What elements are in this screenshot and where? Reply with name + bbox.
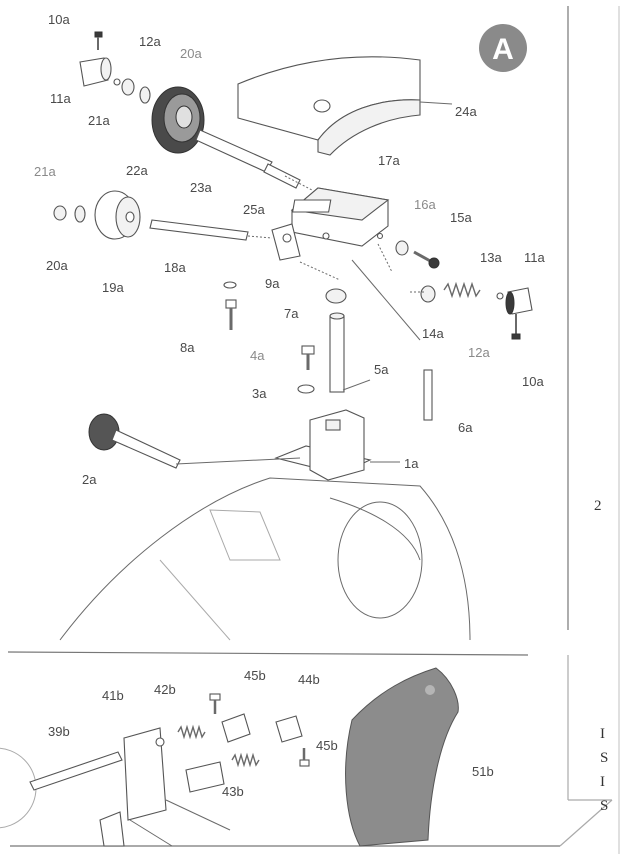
part-14a-washer: [420, 285, 436, 303]
part-8a-screw: [225, 299, 237, 330]
part-51b-plate: [345, 667, 459, 847]
label-8a: 8a: [180, 340, 195, 355]
label-43b: 43b: [222, 784, 244, 799]
upper-assembly: [53, 31, 533, 641]
label-2a: 2a: [82, 472, 97, 487]
label-24a: 24a: [455, 104, 477, 119]
side-letter-4: S: [600, 798, 608, 814]
label-41b: 41b: [102, 688, 124, 703]
part-19a-wheel: [94, 190, 141, 240]
part-3a-washer: [297, 384, 315, 394]
part-20a-washer-mid: [74, 205, 86, 223]
lower-pin: [99, 811, 125, 847]
part-16a-washer: [395, 240, 409, 256]
part-22a-knob: [151, 86, 205, 154]
section-badge-letter: A: [492, 33, 514, 66]
part-4a-screw: [301, 345, 315, 370]
page-mark: 2: [594, 498, 602, 514]
part-labels: 10a 12a 20a 11a 21a 22a 24a 23a 17a 21a …: [34, 12, 545, 799]
part-39b-rod: [29, 751, 123, 791]
label-20a-top: 20a: [180, 46, 202, 61]
section-badge: A: [479, 24, 527, 72]
lower-wheel-outline: [0, 747, 37, 829]
part-10a-screw-right: [511, 314, 521, 340]
part-13a-spring: [443, 281, 504, 300]
label-9a: 9a: [265, 276, 280, 291]
label-5a: 5a: [374, 362, 389, 377]
leader-lines: [299, 243, 424, 391]
label-13a: 13a: [480, 250, 502, 265]
label-4a: 4a: [250, 348, 265, 363]
label-45b-top: 45b: [244, 668, 266, 683]
label-22a: 22a: [126, 163, 148, 178]
label-21a-mid: 21a: [34, 164, 56, 179]
label-23a: 23a: [190, 180, 212, 195]
label-12a-right: 12a: [468, 345, 490, 360]
part-41b-bracket: [123, 727, 231, 847]
label-15a: 15a: [450, 210, 472, 225]
label-11a-right: 11a: [524, 250, 545, 265]
part-43b-spring: [231, 752, 260, 768]
part-21a-washer: [121, 78, 135, 96]
label-25a: 25a: [243, 202, 265, 217]
adjacent-page-fragment: 2 I S I S: [594, 498, 608, 814]
label-21a-top: 21a: [88, 113, 110, 128]
label-51b: 51b: [472, 764, 494, 779]
part-11a-cylinder-right: [505, 287, 533, 315]
part-10a-screw-top: [94, 31, 103, 50]
label-10a-right: 10a: [522, 374, 544, 389]
part-11a-cylinder: [79, 57, 112, 87]
part-5a-post: [329, 312, 345, 393]
label-44b: 44b: [298, 672, 320, 687]
part-2a-knob-screw: [88, 413, 301, 469]
label-6a: 6a: [458, 420, 473, 435]
part-6a-pin: [423, 369, 433, 421]
part-45b-screws: [209, 693, 310, 767]
part-23a-shaft: [195, 129, 313, 191]
side-letter-3: I: [600, 774, 605, 790]
part-17a-block: [271, 187, 390, 261]
part-15a-screw: [413, 250, 440, 269]
label-16a: 16a: [414, 197, 436, 212]
side-letter-2: S: [600, 750, 608, 766]
part-7a-nut: [325, 288, 347, 304]
part-20a-washer: [139, 86, 151, 104]
lower-assembly: [0, 667, 459, 847]
label-17a: 17a: [378, 153, 400, 168]
label-20a-mid: 20a: [46, 258, 68, 273]
part-24a-cover: [237, 56, 453, 156]
part-12a-ball: [113, 78, 121, 86]
side-letter-1: I: [600, 726, 605, 742]
label-42b: 42b: [154, 682, 176, 697]
part-9a-washer: [223, 281, 237, 289]
part-42b-spring: [177, 724, 206, 740]
label-39b: 39b: [48, 724, 70, 739]
label-11a-left: 11a: [50, 91, 71, 106]
label-3a: 3a: [252, 386, 267, 401]
part-1a-bracket: [274, 409, 400, 481]
label-7a: 7a: [284, 306, 299, 321]
label-18a: 18a: [164, 260, 186, 275]
part-21a-washer-mid: [53, 205, 67, 221]
label-10a-top: 10a: [48, 12, 70, 27]
part-18a-shaft: [149, 219, 273, 241]
machine-body-outline: [59, 477, 471, 641]
label-1a: 1a: [404, 456, 419, 471]
diagram-frame: [7, 6, 620, 854]
label-14a: 14a: [422, 326, 444, 341]
label-19a: 19a: [102, 280, 124, 295]
label-45b-bottom: 45b: [316, 738, 338, 753]
part-44b-pads: [221, 713, 303, 743]
label-12a-top: 12a: [139, 34, 161, 49]
